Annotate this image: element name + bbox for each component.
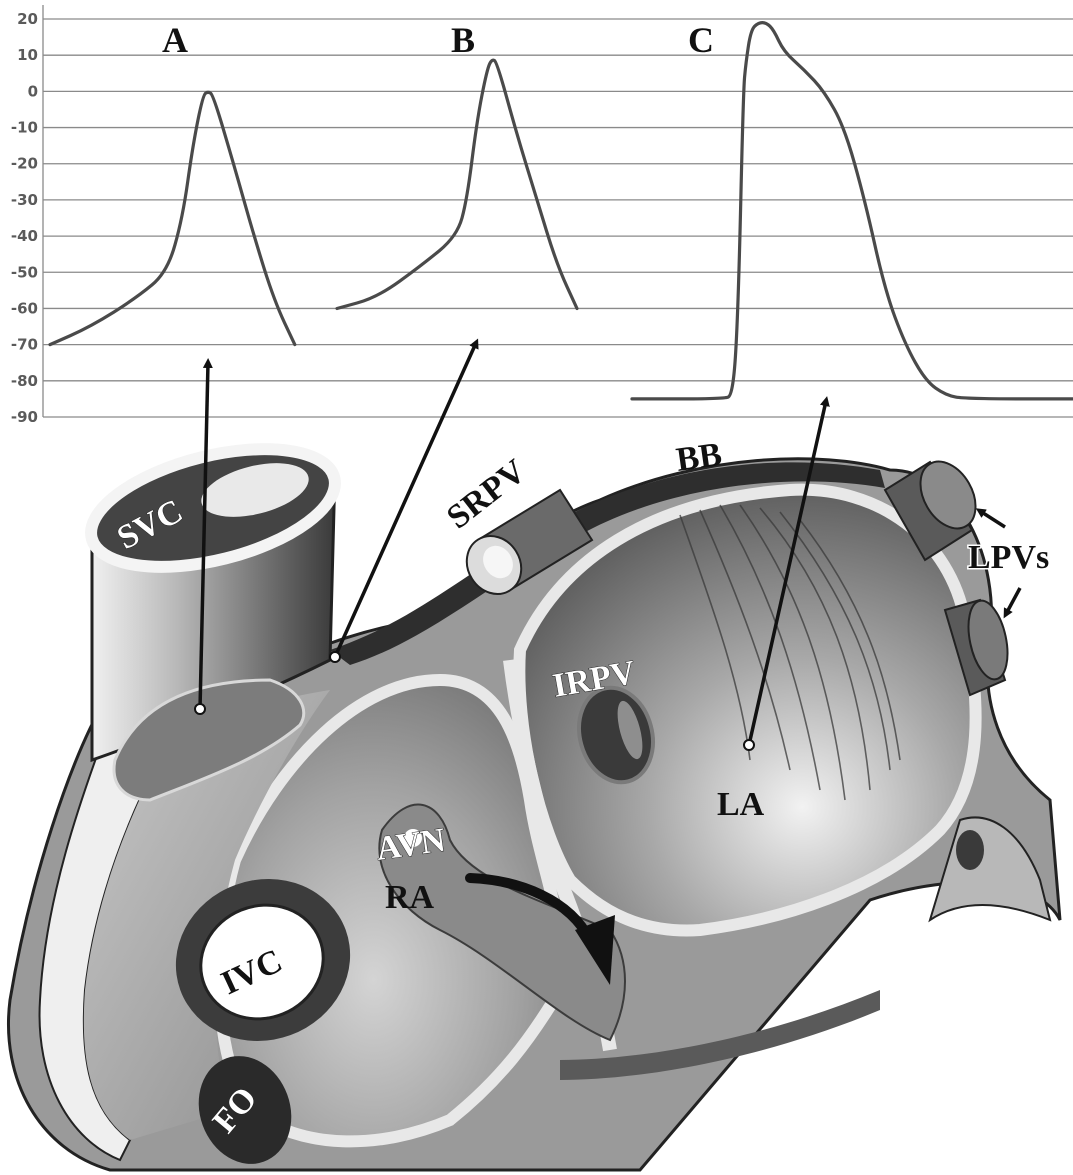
y-tick-label: 20 <box>17 10 38 28</box>
label-ra: RA <box>385 879 435 916</box>
action-potential-chart: 20 10 0 -10 -20 -30 -40 -50 -60 -70 -80 -90 A B C <box>11 5 1073 426</box>
grid-lines <box>43 5 1073 417</box>
coronary-sinus-node <box>956 830 984 870</box>
label-bb: BB <box>674 436 724 479</box>
pointer-a-origin-dot <box>195 704 205 714</box>
action-potential-traces <box>50 23 1073 399</box>
y-tick-label: -30 <box>11 191 38 209</box>
y-tick-label: 0 <box>28 82 38 100</box>
lpv-lower-arrow <box>1006 588 1020 614</box>
heart-atria-illustration: SVC SRPV BB LPVs IRPV LA RA IVC AVN FO <box>8 427 1060 1175</box>
y-tick-label: -40 <box>11 227 38 245</box>
label-lpvs: LPVs <box>968 539 1049 576</box>
trace-a <box>50 92 295 344</box>
y-tick-label: -60 <box>11 299 38 317</box>
pointer-b-origin-dot <box>330 652 340 662</box>
panel-label-b: B <box>451 20 475 60</box>
y-tick-label: -90 <box>11 408 38 426</box>
pointer-c-origin-dot <box>744 740 754 750</box>
y-tick-label: -10 <box>11 119 38 137</box>
y-tick-label: -50 <box>11 263 38 281</box>
lpv-upper-arrow <box>980 511 1005 527</box>
trace-b <box>337 60 577 308</box>
y-tick-label: -20 <box>11 155 38 173</box>
y-tick-label: -80 <box>11 372 38 390</box>
y-tick-label: 10 <box>17 46 38 64</box>
panel-label-a: A <box>162 20 188 60</box>
y-tick-label: -70 <box>11 336 38 354</box>
trace-c <box>632 23 1073 399</box>
y-axis-tick-labels: 20 10 0 -10 -20 -30 -40 -50 -60 -70 -80 -90 <box>11 10 38 426</box>
panel-label-c: C <box>688 20 714 60</box>
label-la: LA <box>717 786 765 823</box>
